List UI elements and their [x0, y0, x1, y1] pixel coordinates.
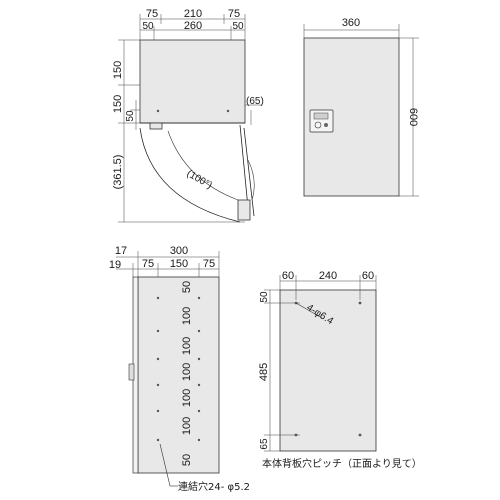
dim-19: 19 [109, 259, 121, 271]
front-width: 360 [342, 17, 360, 29]
top-view: 75 210 75 50 260 50 150 150 50 (361.5) (… [112, 8, 264, 223]
back-dim-60-left: 60 [282, 270, 294, 282]
side-vdim-0: 50 [181, 281, 193, 293]
hinge-block [149, 122, 163, 130]
back-dim-65: 65 [259, 438, 270, 450]
dim-top-center: 210 [184, 8, 202, 20]
dim-top-right: 75 [228, 8, 240, 20]
connect-hole-note: 連結穴24- φ5.2 [178, 480, 250, 493]
dim-17: 17 [115, 245, 127, 257]
side-view: 17 19 300 75 150 75 50 100 100 100 100 1… [109, 245, 250, 493]
connect-hole [197, 329, 201, 333]
connect-hole [156, 296, 160, 300]
dim-left-lower: 150 [112, 95, 124, 113]
door-swing-inner-arc [167, 130, 239, 201]
connect-hole [197, 296, 201, 300]
mount-hole [358, 301, 362, 305]
connect-hole [197, 383, 201, 387]
mount-hole [294, 433, 298, 437]
connection-holes [156, 296, 201, 442]
connect-hole [156, 357, 160, 361]
back-view-caption: 本体背板穴ピッチ（正面より見て） [262, 457, 422, 470]
back-dim-50: 50 [259, 291, 270, 303]
mount-hole [358, 433, 362, 437]
connect-hole [197, 438, 201, 442]
side-vdim-3: 100 [181, 363, 193, 381]
dim-75-left: 75 [142, 258, 154, 270]
back-dim-60-right: 60 [362, 270, 374, 282]
dim-left-upper: 150 [112, 61, 124, 79]
top-hole-left [156, 109, 160, 113]
connect-hole [197, 409, 201, 413]
side-vdim-2: 100 [181, 337, 193, 355]
dim-150: 150 [170, 258, 188, 270]
side-vdim-4: 100 [181, 389, 193, 407]
side-vdim-5: 100 [181, 417, 193, 435]
dim-door-offset: (65) [246, 96, 264, 107]
top-view-body [139, 39, 246, 124]
lock-keyhole-icon [314, 121, 322, 129]
connect-hole [156, 438, 160, 442]
front-height: 600 [407, 108, 419, 126]
dim-second-center: 260 [184, 20, 202, 32]
dim-swing-depth: (361.5) [112, 155, 124, 190]
back-dim-240: 240 [319, 270, 337, 282]
dim-second-left: 50 [142, 21, 154, 32]
side-vdim-6: 50 [181, 454, 193, 466]
connect-hole [156, 329, 160, 333]
door-angle: (100°) [185, 168, 214, 191]
side-vdim-1: 100 [181, 307, 193, 325]
open-door-handle [237, 199, 251, 221]
dim-left-small: 50 [125, 110, 136, 122]
dim-75-right: 75 [203, 258, 215, 270]
top-hole-right [226, 109, 230, 113]
dim-300: 300 [170, 245, 188, 257]
back-view-body [279, 289, 377, 452]
side-view-body [137, 276, 220, 474]
dim-second-right: 50 [232, 21, 244, 32]
door-swing-outer-arc [139, 127, 241, 223]
connect-hole [156, 383, 160, 387]
side-handle [128, 363, 135, 381]
front-view: 360 600 [303, 17, 419, 197]
connect-hole [197, 357, 201, 361]
lock-display [313, 112, 329, 120]
connect-hole [156, 409, 160, 413]
dim-top-left: 75 [146, 8, 158, 20]
back-dim-485: 485 [258, 363, 270, 381]
back-view: 60 240 60 50 485 65 4-φ6.4 本体背板穴ピッチ（正面より… [258, 270, 422, 470]
lock-button-icon [324, 123, 328, 127]
